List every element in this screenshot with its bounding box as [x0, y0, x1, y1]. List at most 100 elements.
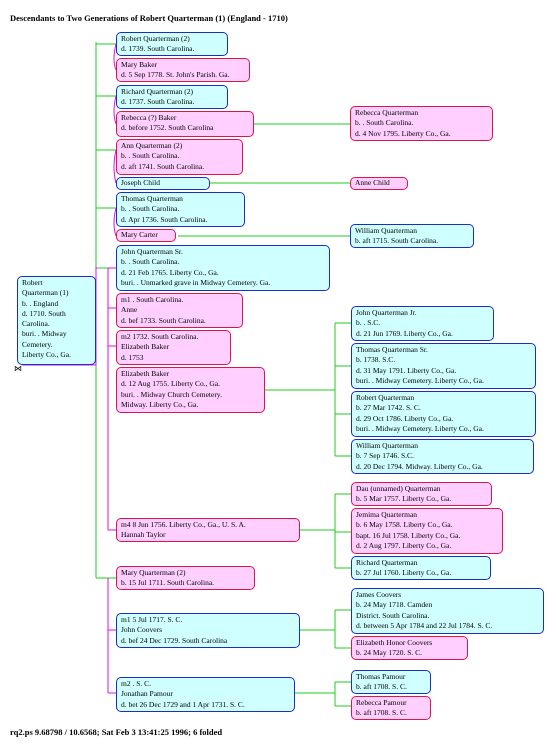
person-dau-quarterman[interactable]: Dau (unnamed) Quarterman b. 5 Mar 1757. …	[351, 482, 492, 506]
person-line: Robert	[22, 278, 43, 287]
person-robert-quarterman-2[interactable]: Robert Quarterman (2) d. 1739. South Car…	[116, 32, 228, 56]
person-line: John Quarterman Sr.	[121, 247, 183, 256]
person-robert-quarterman-1[interactable]: Robert Quarterman (1) b. . England d. 17…	[17, 276, 96, 365]
person-line: Joseph Child	[121, 178, 160, 187]
person-line: d. Apr 1736. South Carolina.	[121, 214, 208, 224]
person-james-coovers[interactable]: James Coovers b. 24 May 1718. Camden Dis…	[351, 588, 544, 634]
person-line: buri. . Midway	[22, 329, 67, 339]
person-line: Mary Baker	[121, 60, 158, 69]
person-william-quarterman-2[interactable]: William Quarterman b. 7 Sep 1746. S.C. d…	[351, 439, 534, 474]
person-line: Dau (unnamed) Quarterman	[356, 484, 441, 493]
person-rebecca-quarterman[interactable]: Rebecca Quarterman b. . South Carolina. …	[350, 106, 493, 141]
person-mary-carter[interactable]: Mary Carter	[116, 229, 176, 242]
person-line: d. 21 Jun 1769. Liberty Co., Ga.	[356, 328, 453, 338]
person-line: Thomas Quarterman Sr.	[356, 345, 428, 354]
person-john-quarterman-jr[interactable]: John Quarterman Jr. b. . S.C. d. 21 Jun …	[351, 306, 494, 341]
person-line: m1 . South Carolina.	[121, 295, 184, 304]
person-richard-quarterman[interactable]: Richard Quarterman b. 27 Jul 1760. Liber…	[351, 556, 491, 580]
person-line: d. 31 May 1791. Liberty Co., Ga.	[356, 365, 457, 375]
person-line: b. . S.C.	[356, 318, 381, 328]
person-john-quarterman-sr[interactable]: John Quarterman Sr. b. . South Carolina.…	[116, 245, 330, 291]
person-line: b. 5 Mar 1757. Liberty Co., Ga.	[356, 494, 452, 504]
person-line: Richard Quarterman (2)	[121, 87, 194, 96]
person-line: Mary Carter	[121, 230, 158, 239]
person-mary-baker[interactable]: Mary Baker d. 5 Sep 1778. St. John's Par…	[116, 58, 250, 82]
person-line: buri. . Midway Cemetery. Liberty Co., Ga…	[356, 423, 484, 433]
person-rebecca-pamour[interactable]: Rebecca Pamour b. aft 1708. S. C.	[351, 696, 431, 720]
person-line: Anne Child	[355, 178, 390, 187]
person-richard-quarterman-2[interactable]: Richard Quarterman (2) d. 1737. South Ca…	[116, 85, 228, 109]
person-line: John Quarterman Jr.	[356, 308, 417, 317]
person-line: Rebecca Pamour	[356, 698, 407, 707]
person-robert-quarterman[interactable]: Robert Quarterman b. 27 Mar 1742. S. C. …	[351, 391, 536, 437]
person-john-coovers[interactable]: m1 5 Jul 1717. S. C. John Coovers d. bef…	[116, 613, 300, 648]
person-line: Carolina.	[22, 319, 50, 329]
person-line: buri. . Midway Cemetery. Liberty Co., Ga…	[356, 375, 484, 385]
person-line: m2 . S. C.	[121, 679, 152, 688]
person-line: d. 1710. South	[22, 308, 66, 318]
person-line: b. 1738. S.C.	[356, 355, 396, 365]
person-line: d. 1753	[121, 352, 144, 362]
person-line: Elizabeth Baker	[121, 342, 170, 352]
person-line: b. aft 1708. S. C.	[356, 682, 407, 692]
person-line: b. 15 Jul 1711. South Carolina.	[121, 578, 215, 588]
person-line: District. South Carolina.	[356, 610, 430, 620]
person-line: Rebecca (?) Baker	[121, 113, 177, 122]
person-line: b. . South Carolina.	[121, 257, 180, 267]
person-line: d. 21 Feb 1765. Liberty Co., Ga.	[121, 267, 219, 277]
person-line: William Quarterman	[355, 226, 417, 235]
person-anne-child[interactable]: Anne Child	[350, 177, 408, 190]
person-line: d. 20 Dec 1794. Midway. Liberty Co., Ga.	[356, 461, 483, 471]
person-thomas-quarterman-sr[interactable]: Thomas Quarterman Sr. b. 1738. S.C. d. 3…	[351, 343, 536, 389]
person-line: d. between 5 Apr 1784 and 22 Jul 1784. S…	[356, 620, 493, 630]
person-line: James Coovers	[356, 590, 402, 599]
person-line: m1 5 Jul 1717. S. C.	[121, 615, 183, 624]
person-line: Jonathan Pamour	[121, 689, 173, 699]
person-line: Anne	[121, 305, 138, 315]
chart-title: Descendants to Two Generations of Robert…	[10, 13, 288, 23]
person-william-quarterman-1[interactable]: William Quarterman b. aft 1715. South Ca…	[350, 224, 474, 248]
person-line: Thomas Quarterman	[121, 194, 183, 203]
root-marker-icon: ⋈	[14, 364, 22, 373]
person-line: Elizabeth Honor Coovers	[356, 638, 433, 647]
person-thomas-quarterman[interactable]: Thomas Quarterman b. . South Carolina. d…	[116, 192, 245, 227]
person-line: Quarterman (1)	[22, 288, 69, 298]
person-line: d. bef 24 Dec 1729. South Carolina	[121, 635, 228, 645]
person-mary-quarterman-2[interactable]: Mary Quarterman (2) b. 15 Jul 1711. Sout…	[116, 566, 255, 590]
person-elizabeth-honor-coovers[interactable]: Elizabeth Honor Coovers b. 24 May 1720. …	[351, 636, 468, 660]
footer-info: rq2.ps 9.68798 / 10.6568; Sat Feb 3 13:4…	[10, 727, 223, 737]
person-line: Mary Quarterman (2)	[121, 568, 186, 577]
person-jemima-quarterman[interactable]: Jemima Quarterman b. 6 May 1758. Liberty…	[351, 508, 503, 554]
person-line: Hannah Taylor	[121, 530, 166, 540]
person-line: b. 6 May 1758. Liberty Co., Ga.	[356, 520, 453, 530]
person-joseph-child[interactable]: Joseph Child	[116, 177, 210, 190]
person-line: b. 24 May 1720. S. C.	[356, 648, 423, 658]
person-line: b. aft 1708. S. C.	[356, 708, 407, 718]
person-jonathan-pamour[interactable]: m2 . S. C. Jonathan Pamour d. bet 26 Dec…	[116, 677, 295, 712]
person-line: m4 8 Jun 1756. Liberty Co., Ga., U. S. A…	[121, 520, 246, 529]
person-line: d. bet 26 Dec 1729 and 1 Apr 1731. S. C.	[121, 699, 245, 709]
person-hannah-taylor[interactable]: m4 8 Jun 1756. Liberty Co., Ga., U. S. A…	[116, 518, 300, 542]
person-line: Robert Quarterman (2)	[121, 34, 190, 43]
person-elizabeth-baker[interactable]: Elizabeth Baker d. 12 Aug 1755. Liberty …	[116, 367, 265, 413]
person-line: m2 1732. South Carolina.	[121, 332, 199, 341]
person-elizabeth-baker-m2[interactable]: m2 1732. South Carolina. Elizabeth Baker…	[116, 330, 231, 365]
person-line: buri. . Midway Church Cemetery.	[121, 389, 222, 399]
person-line: Jemima Quarterman	[356, 510, 418, 519]
person-anne-m1[interactable]: m1 . South Carolina. Anne d. bef 1733. S…	[116, 293, 243, 328]
person-line: b. 27 Jul 1760. Liberty Co., Ga.	[356, 568, 452, 578]
person-thomas-pamour[interactable]: Thomas Pamour b. aft 1708. S. C.	[351, 670, 431, 694]
person-line: b. . South Carolina.	[355, 118, 414, 128]
person-line: b. aft 1715. South Carolina.	[355, 236, 439, 246]
person-line: d. aft 1741. South Carolina.	[121, 161, 205, 171]
person-line: b. . South Carolina.	[121, 151, 180, 161]
person-line: John Coovers	[121, 625, 163, 635]
person-line: d. bef 1733. South Carolina.	[121, 315, 206, 325]
person-line: d. 4 Nov 1795. Liberty Co., Ga.	[355, 128, 451, 138]
person-line: d. 2 Aug 1797. Liberty Co., Ga.	[356, 540, 452, 550]
person-ann-quarterman-2[interactable]: Ann Quarterman (2) b. . South Carolina. …	[116, 139, 243, 175]
person-line: d. 1737. South Carolina.	[121, 97, 195, 107]
person-line: Liberty Co., Ga.	[22, 350, 71, 360]
person-rebecca-baker[interactable]: Rebecca (?) Baker d. before 1752. South …	[116, 111, 254, 137]
